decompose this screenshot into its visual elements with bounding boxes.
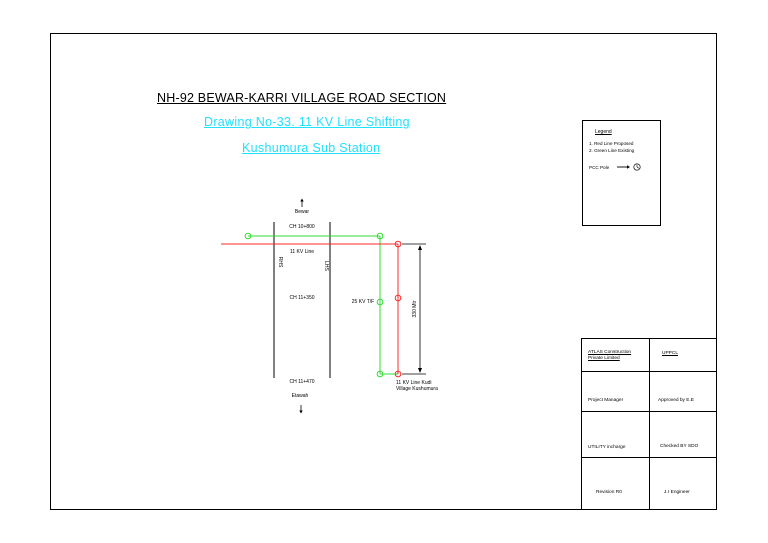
- proposed-pole: [394, 370, 402, 378]
- south-label: Etawah: [292, 393, 309, 399]
- junior-engineer-label: J.r Engineer: [664, 490, 690, 495]
- approved-by-label: Approved by E.E: [658, 398, 694, 403]
- company-name-2: Private Limited: [588, 356, 620, 361]
- client-name: UPPCL: [662, 351, 678, 356]
- existing-line: [244, 232, 398, 378]
- north-arrow-head: [300, 198, 304, 202]
- end-label-2: Village Kushumura: [396, 386, 438, 392]
- title-block-divider: [582, 411, 717, 412]
- legend-heading: Legend: [595, 129, 612, 135]
- title-block-divider: [649, 339, 650, 510]
- existing-pole: [376, 298, 384, 306]
- company-name-1: ATLAS Construction: [588, 350, 632, 355]
- drawing-sheet: [50, 33, 717, 510]
- legend-box: Legend 1. Red Line Proposed 2. Green Lin…: [582, 120, 661, 226]
- chainage-bottom: CH 11+470: [289, 379, 314, 385]
- legend-item-proposed: 1. Red Line Proposed: [589, 141, 634, 146]
- proposed-pole: [394, 240, 402, 248]
- transformer-label: 25 KV T/F: [352, 299, 374, 305]
- substation-name: Kushumura Sub Station: [242, 141, 381, 155]
- proposed-line: [221, 240, 402, 378]
- north-label: Bewar: [295, 209, 310, 215]
- chainage-top: CH 10+800: [289, 224, 315, 230]
- dimension-arrow-bottom: [418, 368, 422, 373]
- title-block-divider: [582, 371, 717, 372]
- line-label: 11 KV Line: [290, 249, 314, 255]
- existing-pole: [244, 232, 252, 240]
- distance-dimension: [402, 243, 426, 375]
- checked-by-label: Checked BY SDO: [660, 444, 699, 449]
- south-arrow-head: [299, 410, 303, 414]
- dimension-arrow-top: [418, 245, 422, 250]
- project-manager-label: Project Manager: [588, 398, 624, 403]
- title-block: ATLAS Construction Private Limited UPPCL…: [581, 338, 717, 510]
- title-block-divider: [582, 457, 717, 458]
- lhs-label: LHS: [323, 261, 329, 271]
- pcc-pole-icon: [617, 163, 641, 171]
- existing-pole: [376, 232, 384, 240]
- revision-label: Revision R0: [596, 490, 622, 495]
- legend-item-existing: 2. Green Line Existing: [589, 148, 635, 153]
- chainage-mid: CH 11+350: [289, 295, 314, 301]
- page-title: NH-92 BEWAR-KARRI VILLAGE ROAD SECTION: [157, 91, 447, 105]
- utility-incharge-label: UTILITY incharge: [588, 445, 626, 450]
- distance-label: 330 Mtr: [412, 300, 418, 317]
- legend-item-pole: PCC Pole: [589, 165, 610, 170]
- proposed-pole: [394, 294, 402, 302]
- drawing-number: Drawing No-33. 11 KV Line Shifting: [204, 115, 410, 129]
- rhs-label: RHS: [277, 257, 283, 268]
- existing-pole: [376, 370, 384, 378]
- end-label-1: 11 KV Line Kudi: [396, 380, 432, 386]
